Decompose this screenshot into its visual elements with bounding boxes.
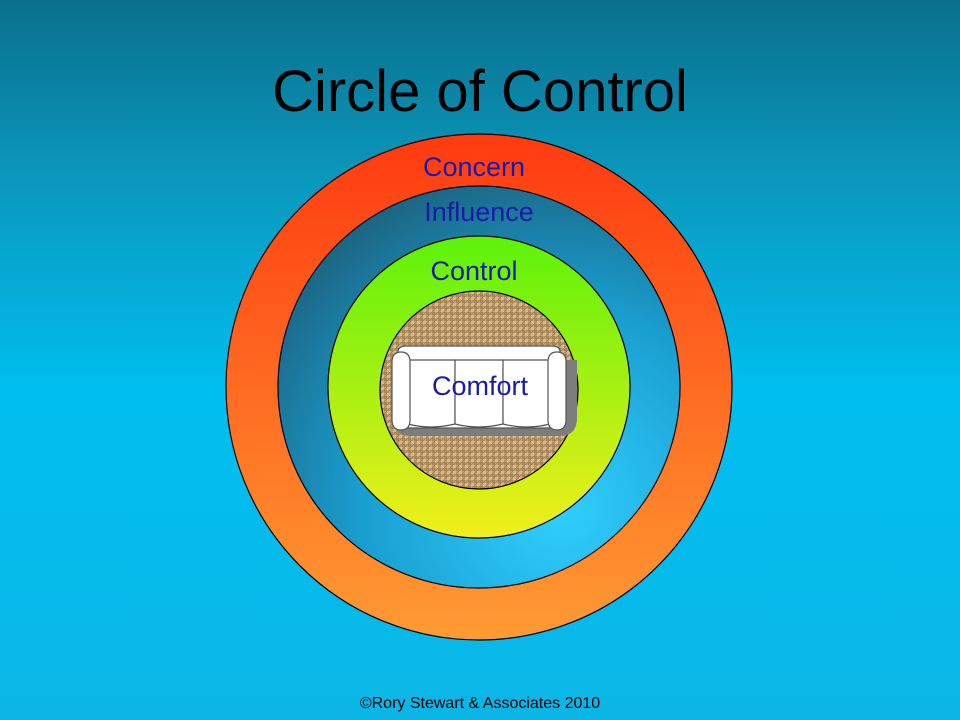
copyright-footer: ©Rory Stewart & Associates 2010 [359, 695, 601, 712]
concern-label: Concern [423, 152, 525, 182]
control-label: Control [430, 256, 517, 286]
influence-label: Influence [424, 197, 534, 227]
comfort-label: Comfort [432, 371, 529, 401]
sofa-icon [391, 345, 578, 436]
slide-title: Circle of Control [272, 59, 688, 124]
